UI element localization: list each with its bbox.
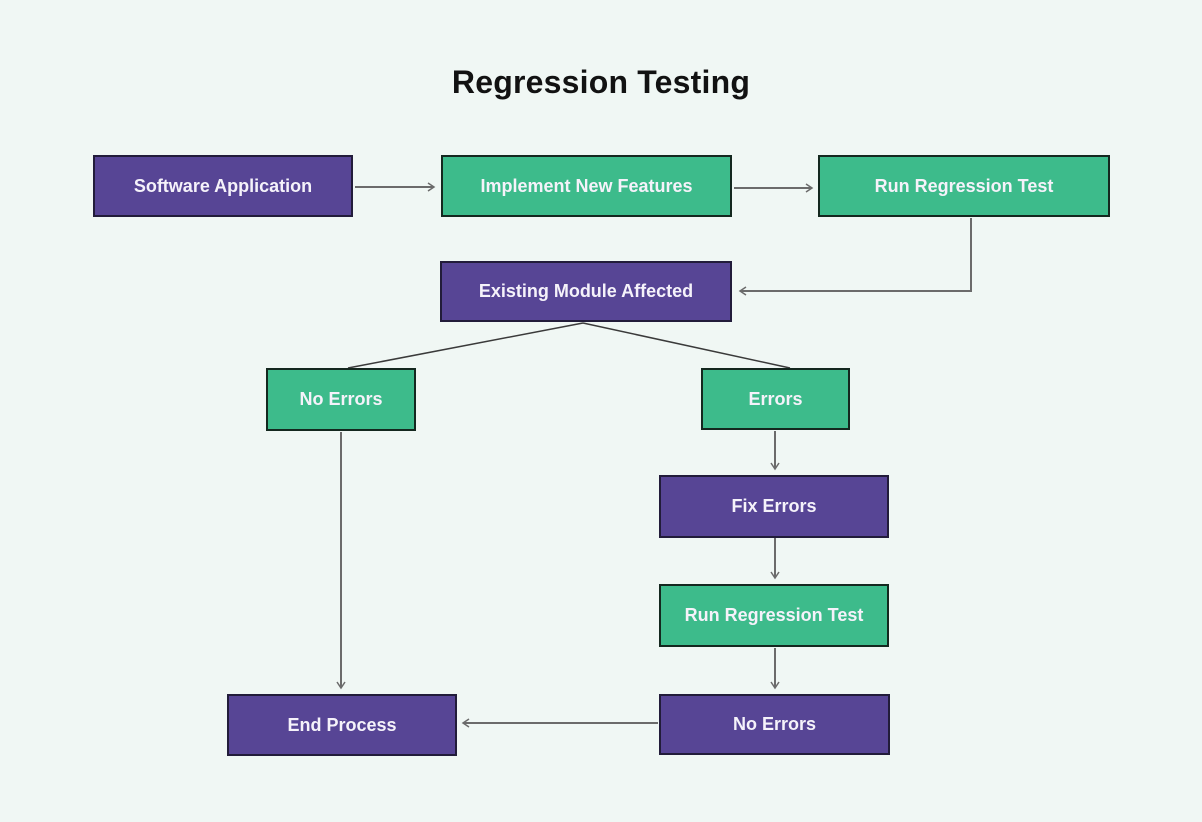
- node-no-errors-bottom: No Errors: [659, 694, 890, 755]
- node-run-regression-test-2: Run Regression Test: [659, 584, 889, 647]
- diagram-title: Regression Testing: [451, 64, 751, 100]
- node-existing-module-affected: Existing Module Affected: [440, 261, 732, 322]
- edge-existing-to-errors: [582, 322, 791, 369]
- node-run-regression-test-1: Run Regression Test: [818, 155, 1110, 217]
- node-no-errors-left: No Errors: [266, 368, 416, 431]
- node-errors: Errors: [701, 368, 850, 430]
- node-software-application: Software Application: [93, 155, 353, 217]
- node-end-process: End Process: [227, 694, 457, 756]
- node-implement-new-features: Implement New Features: [441, 155, 732, 217]
- edge-existing-to-noerrors-left: [347, 322, 584, 369]
- edge-runtest1-to-existing: [738, 218, 972, 296]
- node-fix-errors: Fix Errors: [659, 475, 889, 538]
